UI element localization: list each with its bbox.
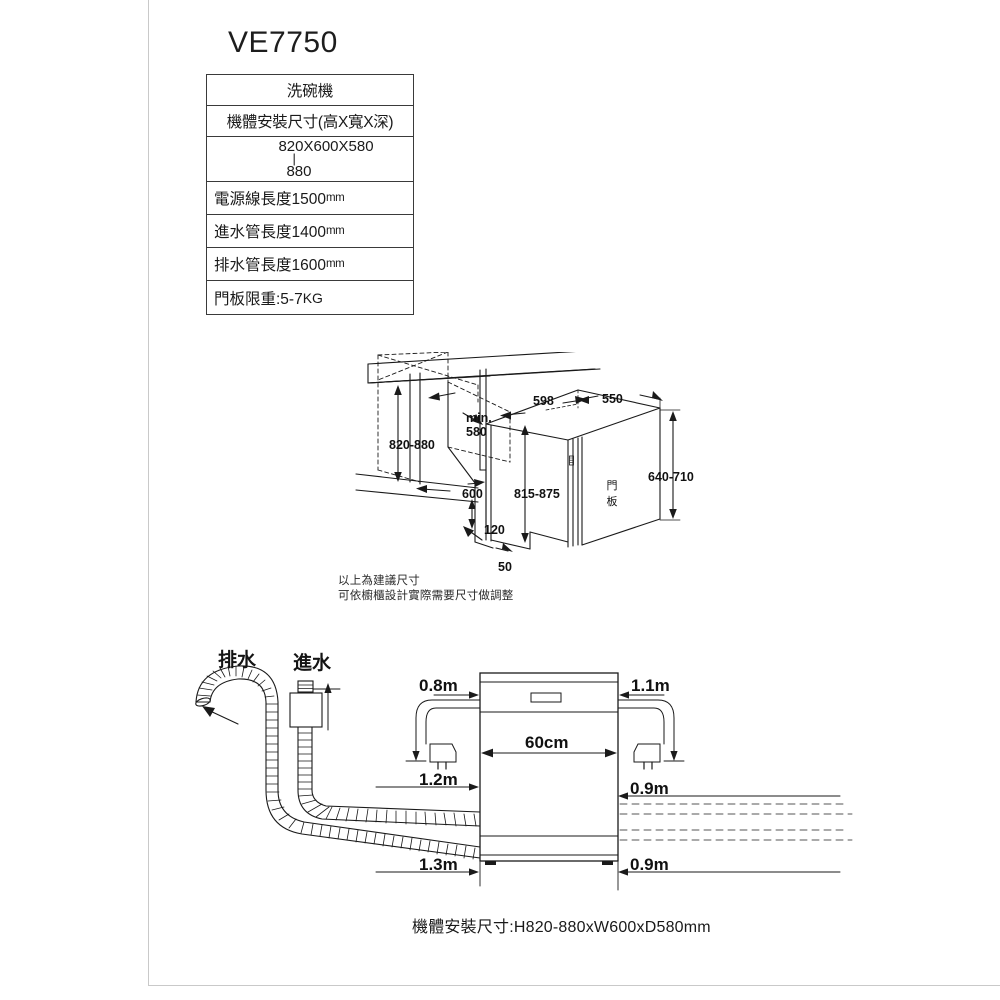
drain-hose-label: 排水管長度1600: [214, 257, 326, 274]
product-type-value: 洗碗機: [286, 83, 334, 100]
dim-width-600: 600: [462, 487, 483, 501]
dim-door-height: 640-710: [648, 470, 694, 484]
measure-left-top: 0.8m: [419, 676, 458, 695]
inlet-label: 進水: [293, 653, 332, 674]
table-row-install-dims-header: 機體安裝尺寸(高X寬X深): [207, 106, 413, 137]
dim-top-598: 598: [533, 394, 554, 408]
page-frame-bottom-border: [148, 985, 1000, 986]
dim-plinth-50: 50: [498, 560, 512, 574]
door-weight-unit: KG: [302, 289, 323, 306]
install-dims-line1: 820X600X580: [278, 138, 374, 155]
measure-machine-width: 60cm: [525, 733, 569, 752]
model-title: VE7750: [228, 26, 338, 59]
bottom-caption: 機體安裝尺寸:H820-880xW600xD580mm: [412, 919, 711, 936]
dim-front-height: 815-875: [514, 487, 560, 501]
table-row-product-type: 洗碗機: [207, 75, 413, 106]
install-dims-header-value: 機體安裝尺寸(高X寬X深): [226, 114, 394, 131]
measure-right-bottom: 0.9m: [630, 855, 669, 874]
door-panel-label: 門板: [606, 480, 618, 508]
dim-top-550: 550: [602, 392, 623, 406]
spec-table: 洗碗機 機體安裝尺寸(高X寬X深) 820X600X580 | 880 電源線長…: [206, 74, 414, 315]
power-cord-label: 電源線長度1500: [214, 191, 326, 208]
page-frame-left-border: [148, 0, 149, 986]
plumbing-layout-diagram: [195, 665, 853, 891]
table-row-install-dims-value: 820X600X580 | 880: [207, 137, 413, 182]
drain-hose-unit: mm: [325, 258, 345, 270]
install-dims-block: 820X600X580 | 880: [246, 139, 373, 179]
power-cord-unit: mm: [325, 192, 345, 204]
note-line-2: 可依櫥櫃設計實際需要尺寸做調整: [338, 590, 514, 602]
dim-min-label: min.: [466, 411, 492, 425]
cabinet-diagram-note: 以上為建議尺寸 可依櫥櫃設計實際需要尺寸做調整: [338, 574, 514, 604]
install-dims-line2: 880: [286, 163, 312, 180]
measure-right-top: 1.1m: [631, 676, 670, 695]
install-dims-dash: |: [292, 151, 296, 166]
dim-height-range: 820-880: [389, 438, 435, 452]
inlet-hose-label: 進水管長度1400: [214, 224, 326, 241]
measure-right-mid: 0.9m: [630, 779, 669, 798]
dim-min-depth: 580: [466, 425, 487, 439]
note-line-1: 以上為建議尺寸: [338, 575, 420, 587]
measure-left-mid: 1.2m: [419, 770, 458, 789]
cabinet-installation-diagram: [355, 352, 681, 552]
drain-label: 排水: [218, 650, 257, 671]
dim-plinth-120: 120: [484, 523, 505, 537]
measure-left-bottom: 1.3m: [419, 855, 458, 874]
inlet-hose-unit: mm: [325, 225, 345, 237]
door-weight-label: 門板限重:5-7: [214, 290, 303, 308]
